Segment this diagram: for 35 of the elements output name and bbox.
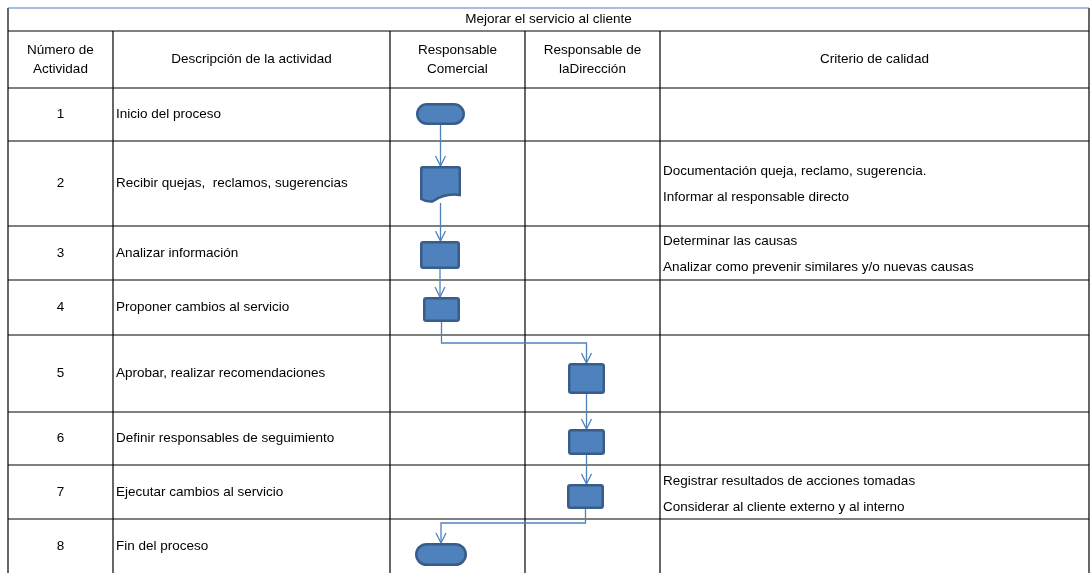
flow-arrow [434,268,446,298]
flow-arrow [440,321,593,364]
table-text: Analizar como prevenir similares y/o nuevas causas [663,257,974,276]
table-text: Informar al responsable directo [663,187,850,206]
table-text: 1 [56,105,65,124]
column-header: Criterio de calidad [820,50,929,69]
table-text: 2 [56,174,65,193]
table-text: 4 [56,298,65,317]
table-text: Inicio del proceso [116,105,222,124]
table-text: Documentación queja, reclamo, sugerencia. [663,161,927,180]
table-text: Analizar información [116,243,239,262]
flow-arrow [434,202,447,242]
table-title: Mejorar el servicio al cliente [465,10,632,29]
column-header: Responsable Comercial [417,41,498,78]
table-text: 8 [56,536,65,555]
column-header: Responsable de laDirección [542,41,643,78]
table-text: Registrar resultados de acciones tomadas [663,471,916,490]
table-text: Fin del proceso [116,536,209,555]
table-text: Ejecutar cambios al servicio [116,482,284,501]
table-text: Recibir quejas, reclamos, sugerencias [116,174,348,193]
table-text: Aprobar, realizar recomendaciones [116,364,326,383]
table-text: 5 [56,364,65,383]
table-text: Proponer cambios al servicio [116,298,290,317]
table-text: Determinar las causas [663,231,798,250]
table-text: 6 [56,429,65,448]
column-header: Descripción de la actividad [171,50,332,69]
column-header: Número de Actividad [26,41,95,78]
table-text: Considerar al cliente externo y al interno [663,497,905,516]
flow-arrow [580,454,593,485]
table-text: Definir responsables de seguimiento [116,429,335,448]
flow-arrow [580,393,593,430]
table-text: 3 [56,243,65,262]
flow-arrow [435,508,587,544]
flow-arrow [434,124,447,167]
table-text: 7 [56,482,65,501]
